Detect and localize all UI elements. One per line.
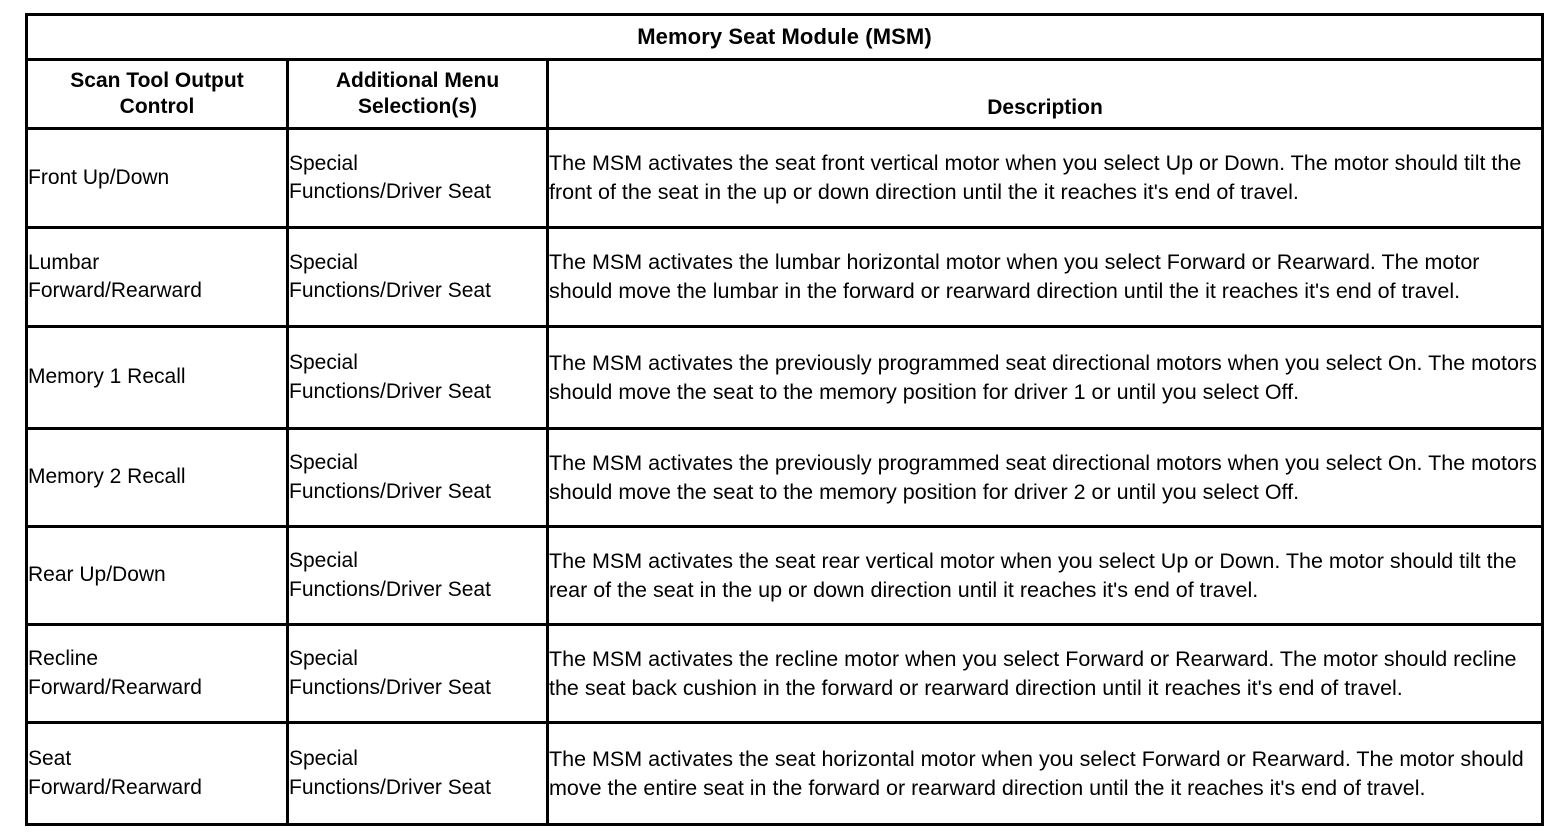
cell-menu-selection: Special Functions/Driver Seat [286,525,549,626]
cell-description: The MSM activates the seat rear vertical… [545,525,1545,626]
cell-menu-selection: Special Functions/Driver Seat [286,325,549,430]
cell-menu-selection: Special Functions/Driver Seat [286,427,549,528]
cell-control: Front Up/Down [25,127,289,229]
column-header-scan-tool-output-control: Scan Tool Output Control [25,58,289,130]
msm-table-container: Memory Seat Module (MSM) Scan Tool Outpu… [24,13,1545,826]
table-row: Memory 1 Recall Special Functions/Driver… [25,325,1545,430]
cell-menu-selection: Special Functions/Driver Seat [286,226,549,328]
table-title: Memory Seat Module (MSM) [24,13,1545,61]
cell-description: The MSM activates the previously program… [545,427,1545,528]
cell-control: Recline Forward/Rearward [25,623,289,724]
cell-menu-selection: Special Functions/Driver Seat [286,127,549,229]
table-row: Front Up/Down Special Functions/Driver S… [25,127,1545,229]
column-header-additional-menu-selections: Additional Menu Selection(s) [286,58,549,130]
cell-menu-selection: Special Functions/Driver Seat [286,623,549,724]
table-row: Recline Forward/Rearward Special Functio… [25,623,1545,724]
table-row: Rear Up/Down Special Functions/Driver Se… [25,525,1545,626]
table-row: Seat Forward/Rearward Special Functions/… [25,721,1545,826]
cell-description: The MSM activates the seat horizontal mo… [545,721,1545,826]
table-title-row: Memory Seat Module (MSM) [24,13,1545,61]
cell-description: The MSM activates the lumbar horizontal … [545,226,1545,328]
cell-description: The MSM activates the recline motor when… [545,623,1545,724]
table-row: Lumbar Forward/Rearward Special Function… [25,226,1545,328]
cell-control: Memory 1 Recall [25,325,289,430]
table-header-row: Scan Tool Output Control Additional Menu… [25,58,1545,130]
cell-menu-selection: Special Functions/Driver Seat [286,721,549,826]
memory-seat-module-table: Memory Seat Module (MSM) Scan Tool Outpu… [24,13,1545,826]
table-row: Memory 2 Recall Special Functions/Driver… [25,427,1545,528]
cell-description: The MSM activates the previously program… [545,325,1545,430]
cell-control: Seat Forward/Rearward [25,721,289,826]
cell-control: Lumbar Forward/Rearward [25,226,289,328]
cell-control: Memory 2 Recall [25,427,289,528]
cell-control: Rear Up/Down [25,525,289,626]
column-header-description: Description [545,58,1545,130]
cell-description: The MSM activates the seat front vertica… [545,127,1545,229]
